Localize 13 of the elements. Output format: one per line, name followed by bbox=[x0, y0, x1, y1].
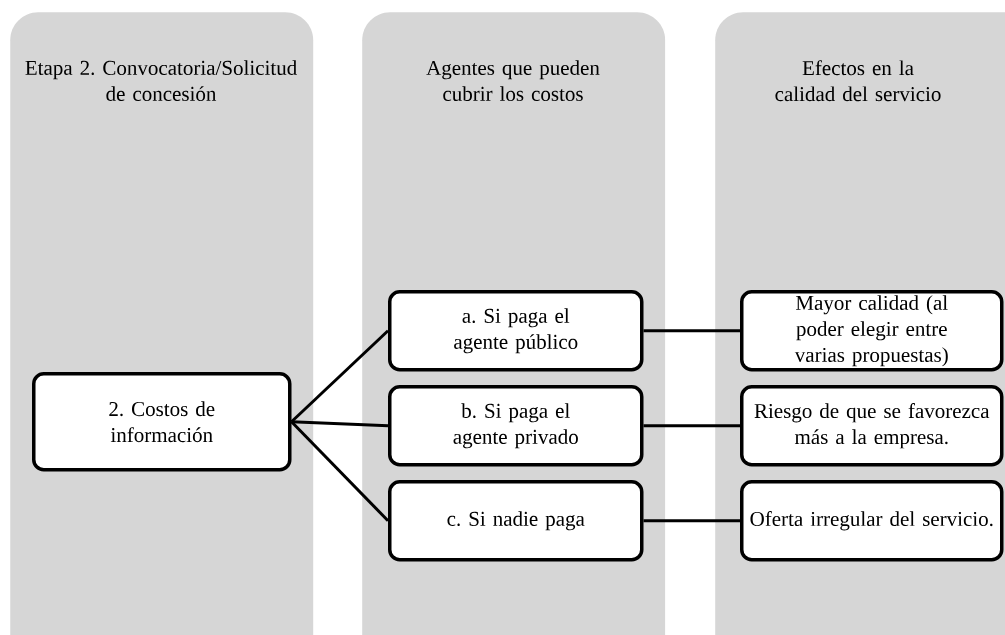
text-box: c. Si nadie paga bbox=[388, 480, 644, 562]
connector-line bbox=[290, 420, 390, 522]
text-box: a. Si paga el agente público bbox=[388, 290, 644, 372]
text-box: b. Si paga el agente privado bbox=[388, 385, 644, 467]
connector-line bbox=[643, 424, 740, 428]
connector-line bbox=[291, 420, 389, 428]
connector-line bbox=[643, 519, 740, 523]
text-box: Riesgo de que se favorezca más a la empresa. bbox=[740, 385, 1004, 467]
text-box: Mayor calidad (al poder elegir entre varias propuestas) bbox=[740, 290, 1004, 372]
connector-line bbox=[643, 329, 740, 333]
text-box: Oferta irregular del servicio. bbox=[740, 480, 1004, 562]
text-box: 2. Costos de información bbox=[32, 372, 292, 472]
connector-line bbox=[290, 329, 390, 423]
